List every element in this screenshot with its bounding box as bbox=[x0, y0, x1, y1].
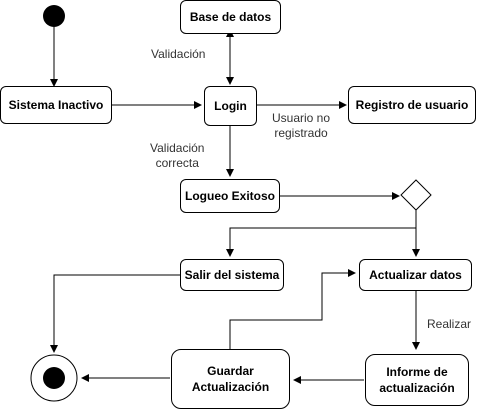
initial-node bbox=[43, 5, 65, 27]
node-login[interactable]: Login bbox=[204, 86, 257, 126]
final-node-core bbox=[43, 367, 65, 389]
edge-label-validacion-correcta-line1: Validación bbox=[150, 141, 205, 155]
node-actualizar-datos-label: Actualizar datos bbox=[369, 268, 462, 282]
edge-label-validacion-correcta-line2: correcta bbox=[155, 156, 199, 170]
node-salir-sistema-label: Salir del sistema bbox=[184, 268, 280, 282]
node-guardar-actualizacion[interactable]: Guardar Actualización bbox=[171, 349, 290, 409]
edge-guardar-to-actualizar bbox=[229, 269, 356, 350]
edge-label-validacion-correcta: Validación correcta bbox=[150, 141, 204, 171]
node-actualizar-datos[interactable]: Actualizar datos bbox=[359, 259, 472, 291]
edge-decision-to-salir bbox=[226, 210, 417, 257]
node-logueo-exitoso-label: Logueo Exitoso bbox=[185, 189, 275, 203]
node-guardar-label-line1: Guardar bbox=[207, 364, 254, 378]
node-guardar-label-line2: Actualización bbox=[191, 380, 270, 394]
node-informe-actualizacion[interactable]: Informe de actualización bbox=[365, 354, 469, 406]
node-base-datos[interactable]: Base de datos bbox=[180, 0, 281, 34]
node-registro-usuario-label: Registro de usuario bbox=[355, 98, 469, 112]
node-base-datos-label: Base de datos bbox=[189, 10, 272, 24]
edge-label-usuario-no-registrado: Usuario no registrado bbox=[272, 111, 330, 141]
edge-label-realizar: Realizar bbox=[427, 317, 471, 332]
edge-label-validacion-text: Validación bbox=[151, 47, 206, 61]
edge-label-realizar-text: Realizar bbox=[427, 317, 472, 331]
edge-salir-to-final bbox=[50, 274, 180, 353]
node-registro-usuario[interactable]: Registro de usuario bbox=[348, 86, 476, 124]
node-login-label: Login bbox=[214, 99, 247, 113]
edge-label-validacion: Validación bbox=[151, 47, 205, 62]
decision-node bbox=[400, 179, 432, 211]
node-informe-label-line2: actualización bbox=[379, 381, 455, 395]
edge-label-usuario-no-line2: registrado bbox=[274, 126, 328, 140]
node-sistema-inactivo-label: Sistema Inactivo bbox=[8, 98, 104, 112]
node-logueo-exitoso[interactable]: Logueo Exitoso bbox=[180, 179, 280, 213]
node-sistema-inactivo[interactable]: Sistema Inactivo bbox=[0, 86, 112, 124]
edge-label-usuario-no-line1: Usuario no bbox=[272, 111, 331, 125]
node-salir-sistema[interactable]: Salir del sistema bbox=[180, 259, 284, 291]
node-informe-label-line1: Informe de bbox=[386, 365, 448, 379]
